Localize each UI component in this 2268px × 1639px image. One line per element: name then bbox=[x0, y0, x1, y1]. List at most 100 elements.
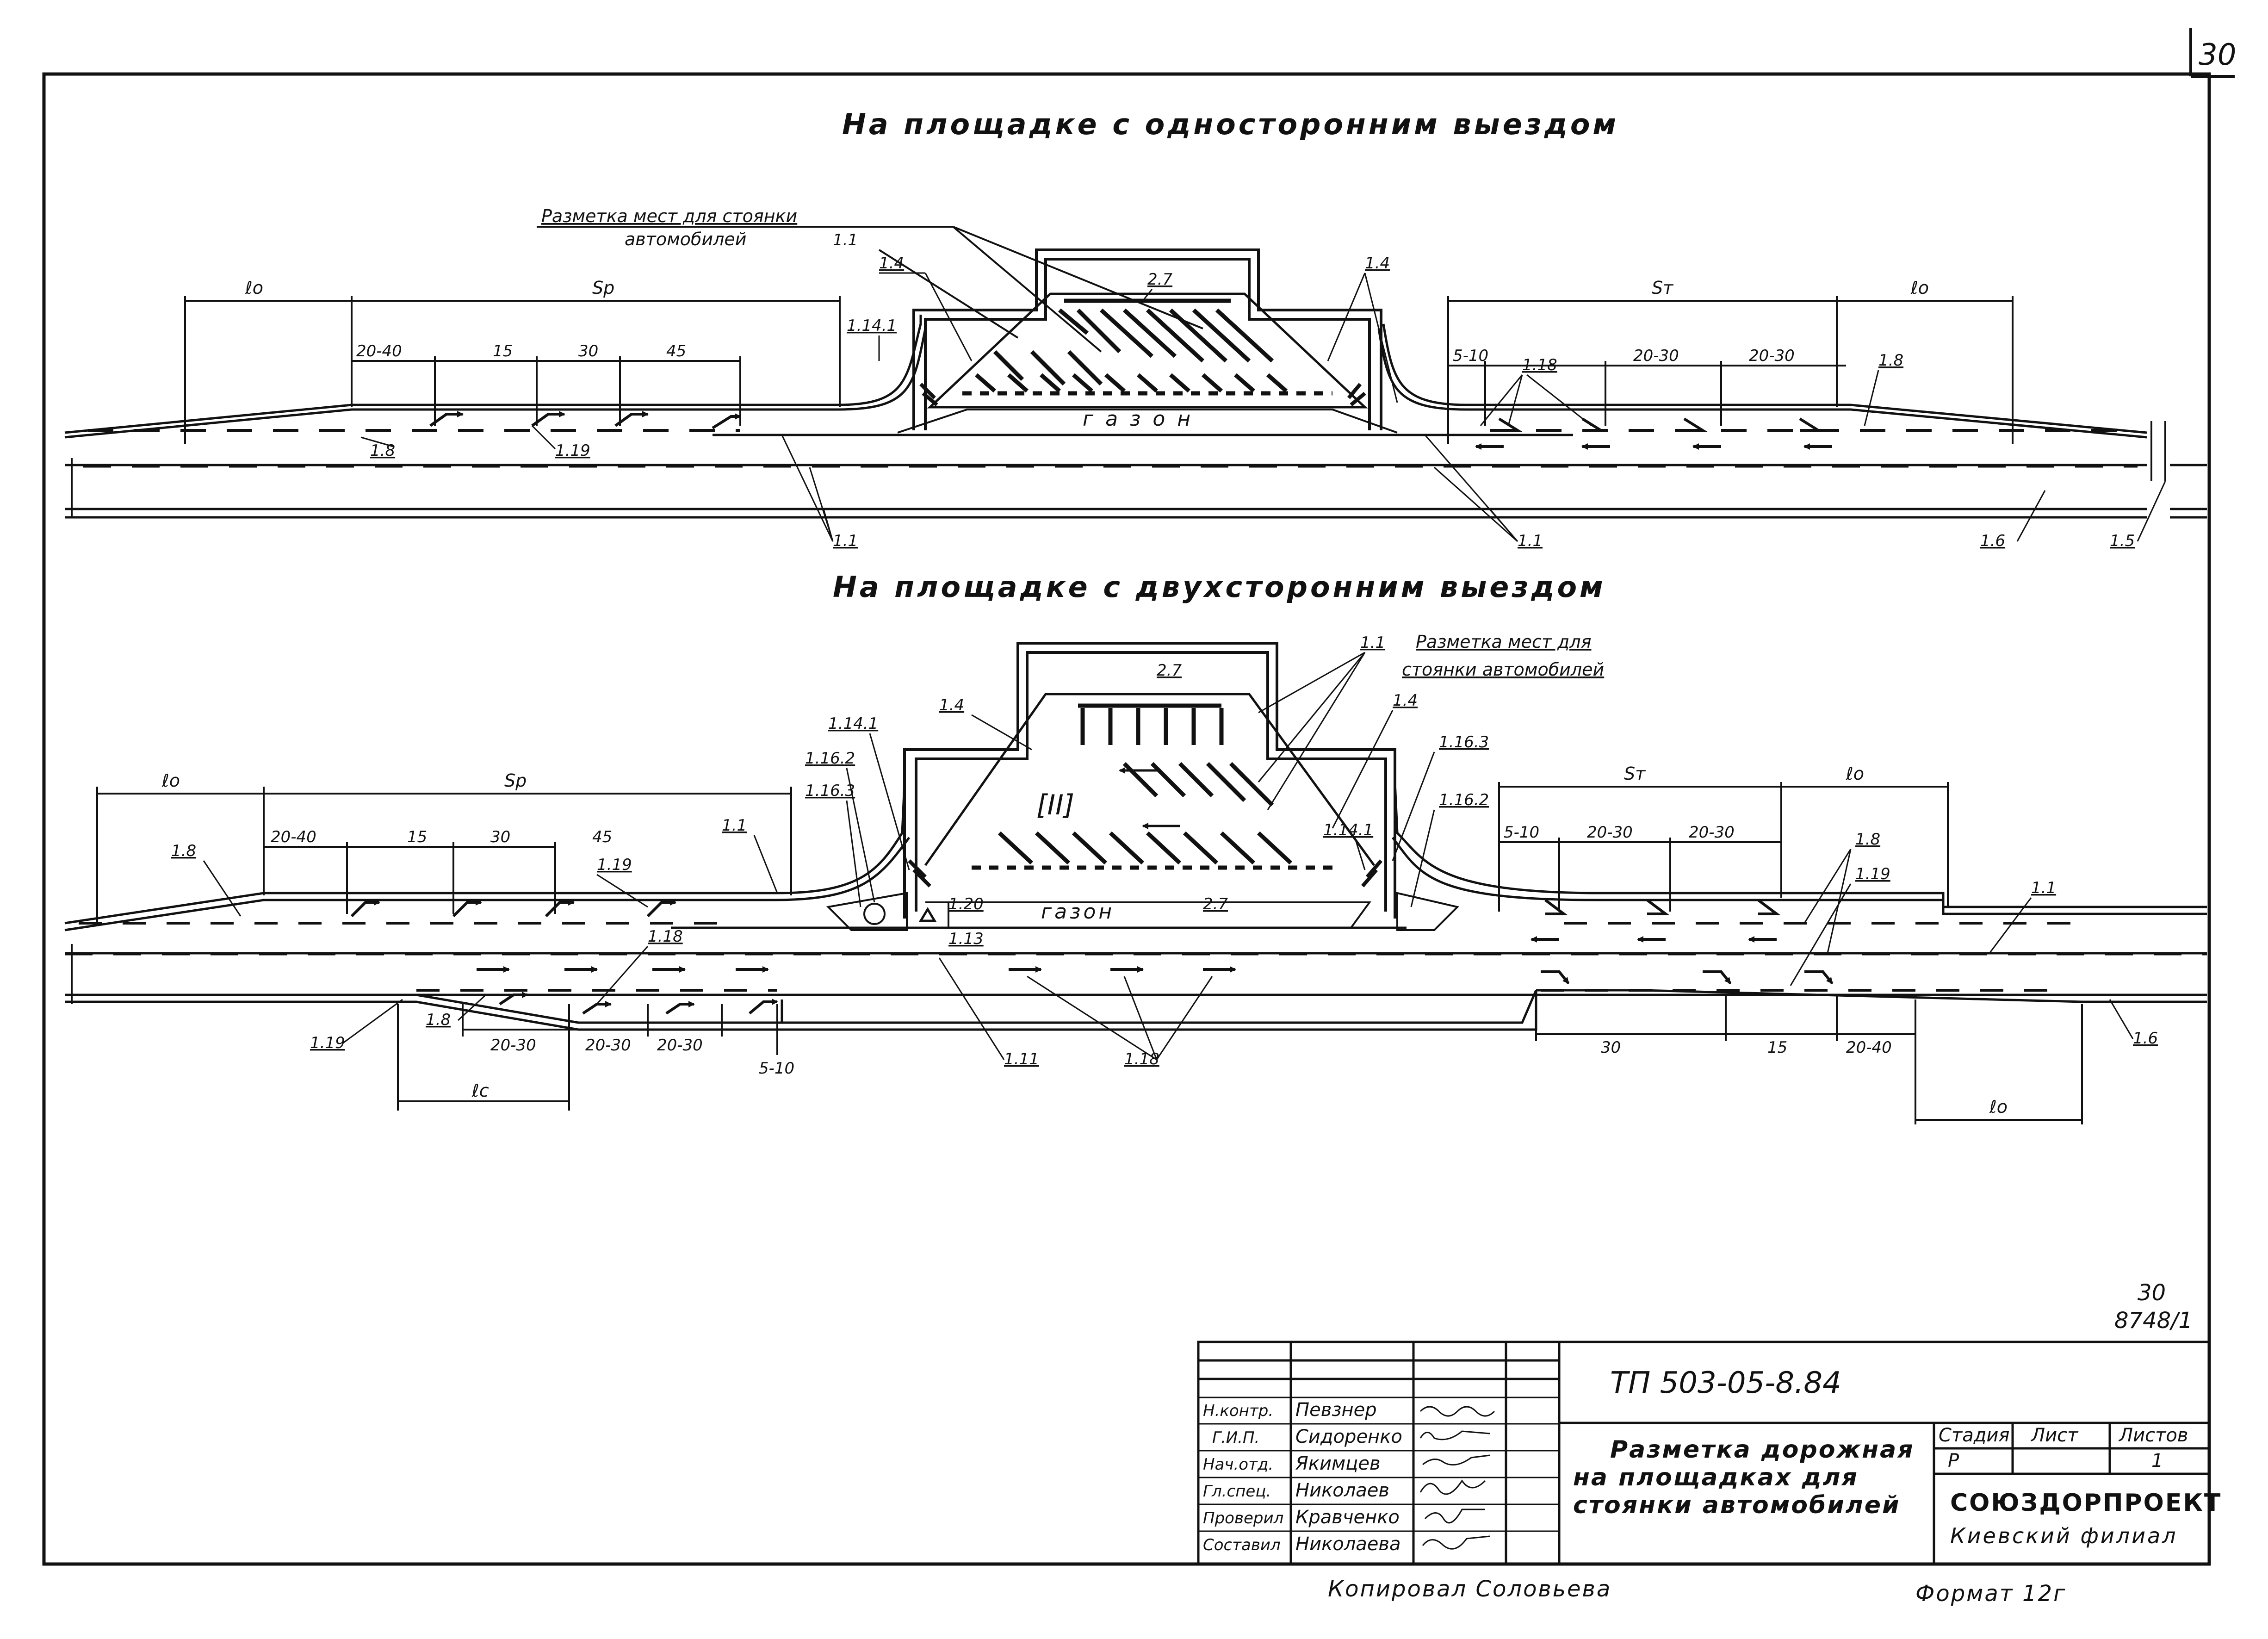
callout-2-7: 2.7 bbox=[1147, 270, 1172, 289]
dim2-20-40: 20-40 bbox=[271, 828, 316, 846]
lawn-label: г а з о н bbox=[1083, 407, 1193, 431]
callout2-1-16-3-right: 1.16.3 bbox=[1439, 733, 1489, 751]
callout-1-1-bottom-left: 1.1 bbox=[833, 532, 858, 550]
section-one-sided: На площадке с односторонним выездом bbox=[64, 107, 2207, 550]
sheet-ref-code: 8748/1 bbox=[2114, 1308, 2193, 1334]
callout2-1-16-3-left: 1.16.3 bbox=[805, 782, 855, 800]
dim2-b-20-30-a: 20-30 bbox=[490, 1036, 536, 1055]
dim2-20-30-a: 20-30 bbox=[1587, 823, 1633, 842]
callout2-1-19-mid: 1.19 bbox=[597, 856, 632, 874]
callout-1-18: 1.18 bbox=[1522, 356, 1557, 374]
callout2-1-19-right: 1.19 bbox=[1855, 865, 1890, 883]
dim2-lo-right: ℓo bbox=[1846, 764, 1864, 784]
dim2-b-5-10: 5-10 bbox=[759, 1059, 794, 1078]
dim2-b-20-30-b: 20-30 bbox=[585, 1036, 631, 1055]
hdr-stage: Стадия bbox=[1939, 1425, 2009, 1446]
org-line1: СОЮЗДОРПРОЕКТ bbox=[1950, 1489, 2222, 1517]
lawn-label-2: газон bbox=[1041, 900, 1115, 924]
section-two-sided: На площадке с двухсторонним выездом bbox=[64, 570, 2207, 1124]
callout2-1-1-mid: 1.1 bbox=[722, 816, 747, 835]
dim-45: 45 bbox=[666, 342, 686, 360]
dim2-b-30: 30 bbox=[1601, 1038, 1621, 1057]
callout-1-4-left: 1.4 bbox=[879, 254, 904, 273]
doc-code: ТП 503-05-8.84 bbox=[1610, 1366, 1841, 1400]
sig-name-2: Якимцев bbox=[1295, 1453, 1381, 1474]
callout2-1-8-bottom: 1.8 bbox=[426, 1011, 451, 1029]
callout2-1-4-left: 1.4 bbox=[939, 696, 964, 714]
sig-role-4: Проверил bbox=[1203, 1509, 1283, 1527]
dim2-5-10: 5-10 bbox=[1504, 823, 1539, 842]
sig-name-5: Николаева bbox=[1295, 1533, 1400, 1555]
page-number: 30 bbox=[2199, 38, 2236, 72]
callout-1-4-right: 1.4 bbox=[1365, 254, 1390, 273]
callout-1-14-1: 1.14.1 bbox=[847, 317, 897, 335]
callout2-2-7-bottom: 2.7 bbox=[1203, 895, 1228, 913]
dim2-b-15: 15 bbox=[1767, 1038, 1787, 1057]
sig-name-3: Николаев bbox=[1295, 1480, 1389, 1501]
marking-note-line1: Разметка мест для стоянки bbox=[541, 206, 797, 226]
org-line2: Киевский филиал bbox=[1950, 1523, 2178, 1548]
callout2-1-14-1-left: 1.14.1 bbox=[828, 714, 878, 733]
doc-title-line1: Разметка дорожная bbox=[1610, 1436, 1915, 1464]
callout2-1-20: 1.20 bbox=[948, 895, 984, 913]
callout2-1-13: 1.13 bbox=[948, 930, 984, 948]
dim-15: 15 bbox=[493, 342, 513, 360]
dim-20-40: 20-40 bbox=[356, 342, 402, 360]
callout2-2-7-top: 2.7 bbox=[1157, 661, 1182, 680]
sig-role-0: Н.контр. bbox=[1203, 1402, 1273, 1420]
callout2-1-14-1-right: 1.14.1 bbox=[1323, 821, 1373, 839]
callout2-1-19-bottom: 1.19 bbox=[310, 1034, 345, 1052]
format-label: Формат 12г bbox=[1915, 1581, 2066, 1607]
zone-mark-ii: [II] bbox=[1036, 789, 1074, 821]
callout-1-8-left: 1.8 bbox=[370, 441, 395, 460]
callout2-1-16-2-right: 1.16.2 bbox=[1439, 791, 1489, 809]
sig-role-3: Гл.спец. bbox=[1203, 1482, 1271, 1501]
callout2-1-8-left: 1.8 bbox=[171, 842, 196, 860]
doc-title-line2: на площадках для bbox=[1573, 1464, 1859, 1491]
sig-name-0: Певзнер bbox=[1295, 1399, 1377, 1421]
callout-1-8-right: 1.8 bbox=[1878, 351, 1903, 370]
callout2-1-1-note: 1.1 bbox=[1360, 633, 1385, 652]
dim2-sp: Sp bbox=[504, 770, 527, 791]
dim-lo-right: ℓo bbox=[1910, 278, 1929, 298]
dim2-lo-bottom: ℓo bbox=[1989, 1097, 2008, 1117]
callout2-1-11: 1.11 bbox=[1004, 1050, 1039, 1068]
sheet-frame bbox=[42, 72, 2211, 1566]
copied-by: Копировал Соловьева bbox=[1328, 1576, 1611, 1602]
marking-note-line2: автомобилей bbox=[625, 229, 746, 249]
dim-20-30-b: 20-30 bbox=[1749, 347, 1795, 365]
callout-1-19: 1.19 bbox=[555, 441, 590, 460]
callout2-1-6: 1.6 bbox=[2133, 1029, 2158, 1048]
handwritten-signatures bbox=[1419, 1406, 1495, 1550]
callout2-1-8-right: 1.8 bbox=[1855, 830, 1880, 849]
dim-st: Sт bbox=[1652, 278, 1674, 298]
val-sheets: 1 bbox=[2151, 1450, 2163, 1471]
dim-sp: Sp bbox=[592, 278, 614, 298]
callout2-1-18-mid: 1.18 bbox=[648, 927, 683, 946]
callout-1-5: 1.5 bbox=[2110, 532, 2135, 550]
dim-30: 30 bbox=[578, 342, 598, 360]
dim2-b-20-40: 20-40 bbox=[1846, 1038, 1892, 1057]
doc-title-line3: стоянки автомобилей bbox=[1573, 1491, 1900, 1519]
dim2-15: 15 bbox=[407, 828, 427, 846]
hdr-sheet: Лист bbox=[2030, 1425, 2079, 1446]
sig-role-1: Г.И.П. bbox=[1212, 1428, 1259, 1447]
callout-1-6: 1.6 bbox=[1980, 532, 2005, 550]
callout-1-1-bottom-right: 1.1 bbox=[1518, 532, 1543, 550]
dim2-lo-left: ℓo bbox=[161, 770, 180, 791]
sig-role-2: Нач.отд. bbox=[1203, 1455, 1273, 1474]
sheet-ref-number: 30 bbox=[2138, 1280, 2166, 1306]
dim2-20-30-b: 20-30 bbox=[1689, 823, 1735, 842]
section-one-sided-title: На площадке с односторонним выездом bbox=[842, 107, 1619, 141]
marking-note2-line1: Разметка мест для bbox=[1416, 632, 1591, 652]
sig-role-5: Составил bbox=[1203, 1536, 1281, 1554]
callout2-1-16-2-left: 1.16.2 bbox=[805, 749, 855, 768]
dim2-45: 45 bbox=[592, 828, 612, 846]
dim2-30: 30 bbox=[490, 828, 510, 846]
sig-name-1: Сидоренко bbox=[1295, 1426, 1402, 1447]
dim-5-10: 5-10 bbox=[1453, 347, 1488, 365]
dim2-st: Sт bbox=[1624, 764, 1646, 784]
dim-20-30-a: 20-30 bbox=[1633, 347, 1679, 365]
dim-lo-left: ℓo bbox=[245, 278, 263, 298]
